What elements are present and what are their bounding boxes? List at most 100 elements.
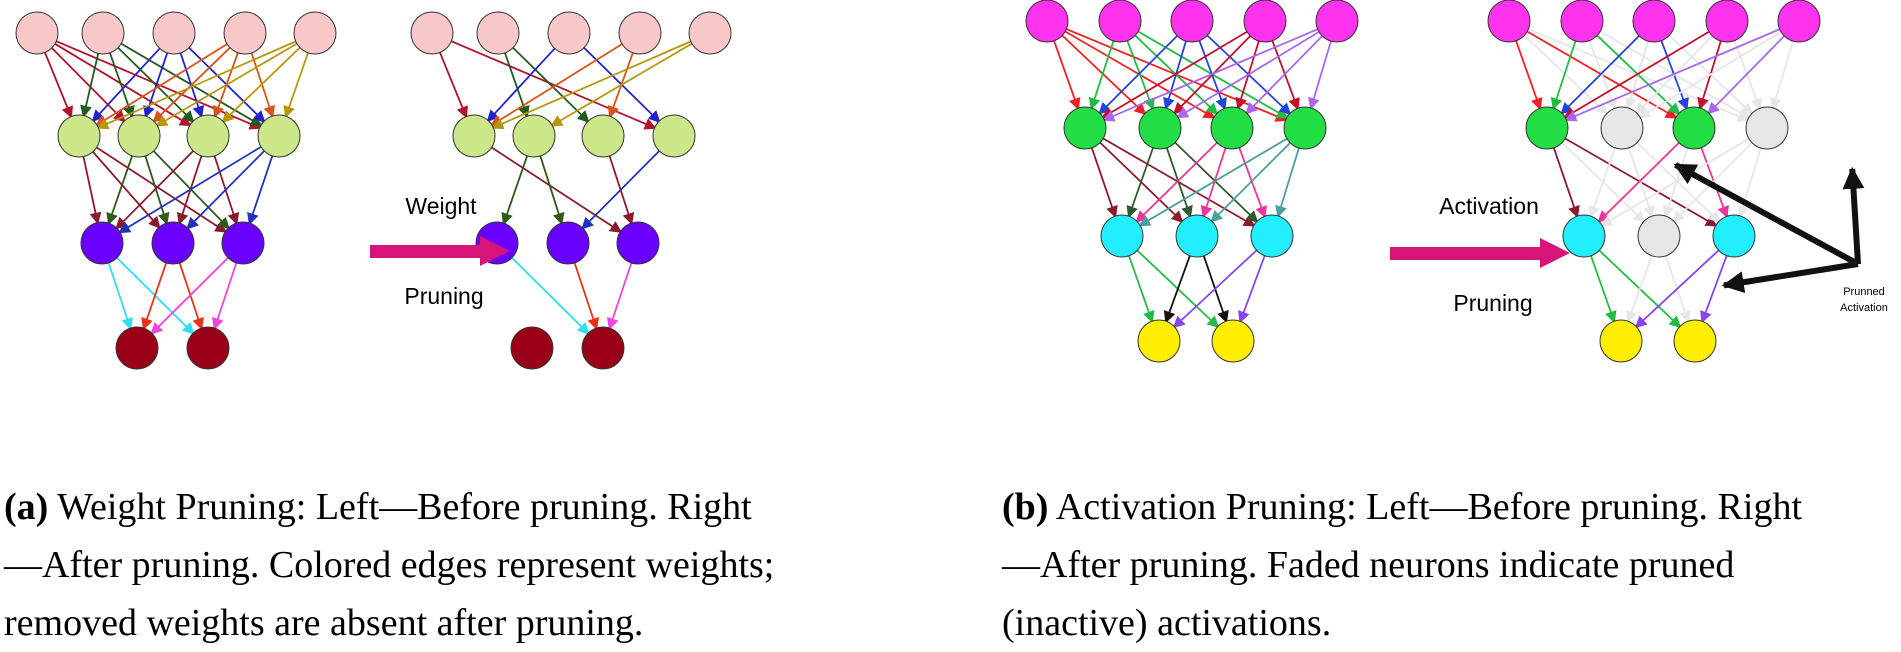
weight-edge [91, 47, 162, 123]
weight-edge [1560, 34, 1641, 115]
weight-edge [1060, 34, 1147, 116]
input-neuron [1705, 0, 1749, 43]
weight-edge [607, 261, 633, 331]
weight-edge [43, 51, 73, 119]
weight-edge [283, 51, 310, 119]
weight-edge [1102, 27, 1319, 122]
weight-edge [1127, 254, 1155, 324]
weight-edge [107, 261, 133, 331]
weight-edge [186, 149, 266, 230]
hidden-neuron-layer-1 [1283, 106, 1327, 150]
transition-arrow-head [480, 236, 510, 266]
weight-edge [1176, 30, 1321, 119]
activation-pruning-transition: Activation Pruning [1390, 193, 1570, 316]
caption-a-line-3: removed weights are absent after pruning… [4, 602, 644, 644]
weight-edge [1275, 146, 1301, 219]
weight-edge [106, 154, 134, 226]
weight-edge [1627, 146, 1655, 219]
input-neuron [15, 11, 59, 55]
weight-edge [96, 40, 298, 130]
weight-edge [1238, 254, 1266, 324]
weight-pruning-transition: Weight Pruning [370, 193, 510, 309]
transition-label-top: Activation [1439, 193, 1539, 219]
weight-edge [491, 40, 693, 130]
weight-edge [53, 42, 192, 127]
caption-b-line-1-text: Activation Pruning: Left—Before pruning.… [1055, 486, 1803, 528]
input-neuron [293, 11, 337, 55]
weight-edge [1552, 146, 1580, 219]
weight-edge [82, 155, 102, 225]
input-neuron [1315, 0, 1359, 43]
weight-edge [1522, 34, 1609, 116]
weight-edge [1090, 146, 1118, 219]
hidden-neuron-layer-2 [1562, 214, 1606, 258]
network-neurons [15, 0, 1821, 370]
weight-edge [150, 256, 230, 335]
weight-edge [1600, 137, 1751, 227]
input-neuron [1098, 0, 1142, 43]
weight-edge [581, 149, 661, 230]
hidden-neuron-layer-1 [512, 114, 556, 158]
weight-edge [501, 154, 529, 226]
output-neuron [115, 326, 159, 370]
hidden-neuron-layer-1 [1210, 106, 1254, 150]
weight-edge [1052, 39, 1081, 111]
pruned-neuron [1745, 106, 1789, 150]
hidden-neuron-layer-2 [151, 221, 195, 265]
input-neuron [1170, 0, 1214, 43]
input-neuron [1777, 0, 1821, 43]
caption-b-line-1: (b) Activation Pruning: Left—Before prun… [1002, 478, 1802, 536]
caption-a-tag: (a) [4, 486, 49, 528]
transition-label-top: Weight [405, 193, 477, 219]
caption-b-line-2: —After pruning. Faded neurons indicate p… [1002, 544, 1735, 586]
transition-label-bottom: Pruning [1453, 290, 1532, 316]
weight-edge [94, 42, 229, 127]
weight-edge [152, 46, 232, 123]
callout-label-line-1: Prunned [1843, 286, 1885, 298]
weight-edge [141, 261, 168, 331]
weight-edge [1098, 34, 1179, 115]
weight-edge [510, 256, 590, 335]
hidden-neuron-layer-1 [1525, 106, 1569, 150]
weight-edge [91, 150, 161, 229]
weight-edge [1564, 27, 1781, 122]
weight-edge [489, 42, 624, 127]
weight-edge [80, 52, 100, 118]
weight-edge [1770, 39, 1795, 110]
weight-edge [1126, 146, 1155, 219]
weight-edge [1173, 141, 1259, 223]
hidden-neuron-layer-1 [257, 114, 301, 158]
weight-edge [1101, 30, 1249, 119]
network-edges [43, 27, 1795, 335]
input-neuron [688, 11, 732, 55]
input-neuron [476, 11, 520, 55]
input-neuron [618, 11, 662, 55]
weight-edge [573, 261, 599, 331]
weight-edge [1210, 141, 1292, 223]
weight-edge [511, 46, 590, 123]
hidden-neuron-layer-2 [1712, 214, 1756, 258]
hidden-neuron-layer-2 [221, 221, 265, 265]
hidden-neuron-layer-1 [1672, 106, 1716, 150]
pruned-neuron [1600, 106, 1644, 150]
weight-edge [1138, 137, 1289, 227]
weight-edge [155, 42, 299, 127]
weight-edge [1588, 146, 1617, 219]
weight-edge [1308, 39, 1333, 110]
caption-b-tag: (b) [1002, 486, 1049, 528]
transition-label-bottom: Pruning [404, 283, 483, 309]
weight-edge [1514, 39, 1543, 111]
callout-arrow [1673, 162, 1860, 267]
transition-arrow-head [1540, 238, 1570, 268]
weight-edge [1638, 30, 1783, 119]
weight-edge [438, 51, 468, 119]
weight-edge [1172, 248, 1258, 329]
weight-edge [1737, 146, 1763, 219]
transition-arrow-shaft [1390, 247, 1542, 260]
callout-label-line-2: Activation [1840, 302, 1888, 314]
hidden-neuron-layer-2 [1175, 214, 1219, 258]
weight-edge [1634, 248, 1720, 329]
output-neuron [1211, 319, 1255, 363]
output-neuron [510, 326, 554, 370]
weight-edge [221, 46, 302, 123]
